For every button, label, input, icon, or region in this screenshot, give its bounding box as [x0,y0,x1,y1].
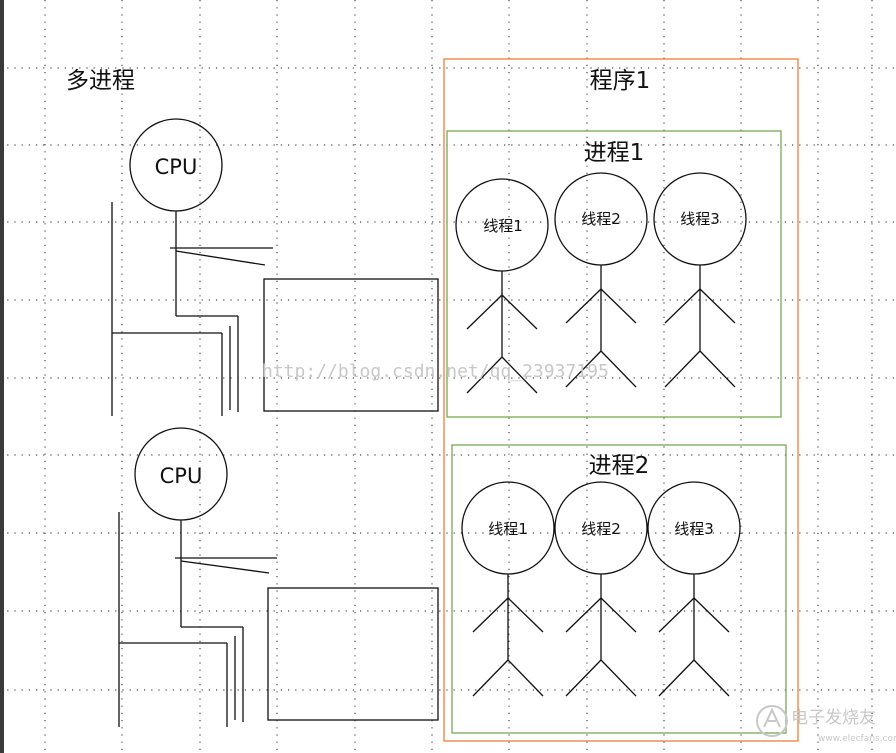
p1-thread-3-figure [653,172,747,388]
cpu-2-label: CPU [160,464,203,488]
watermark-logo-text: 电子发烧友 [791,708,876,728]
cpu-2-bus-diagonal [180,560,270,574]
p1-thread-2-label: 线程2 [581,210,621,228]
cpu-group-2 [118,427,439,727]
cpu-group-1 [111,118,439,416]
program-box [443,58,799,742]
cpu-1-bus-diagonal [175,250,266,266]
p2-thread-1-label: 线程1 [488,520,528,538]
p2-thread-2-label: 线程2 [581,520,621,538]
p1-thread-1-label: 线程1 [483,217,523,235]
process-2-threads [461,481,741,697]
p2-thread-2-figure [554,481,648,697]
process-2-box [451,444,787,734]
p1-thread-1-figure [455,178,549,394]
watermark-url: http://blog.csdn.net/qq_23937195 [262,361,609,382]
p2-thread-1-figure [461,481,555,697]
watermark-logo-sub: www.elecfans.com [818,734,896,744]
left-edge [0,0,4,753]
memory-box-2 [267,587,439,721]
process-1-threads [455,172,747,394]
p2-thread-3-figure [647,481,741,697]
process-1-box [446,130,782,418]
cpu-1-label: CPU [155,155,198,179]
watermark-logo: 电子发烧友 www.elecfans.com [756,705,896,744]
p2-thread-3-label: 线程3 [674,520,714,538]
program-label: 程序1 [590,68,651,94]
elecfans-logo-icon [756,705,788,737]
memory-box-1 [263,278,439,412]
p1-thread-3-label: 线程3 [680,210,720,228]
diagram-title: 多进程 [66,68,135,94]
p1-thread-2-figure [554,172,648,388]
process-2-label: 进程2 [589,453,650,479]
process-1-label: 进程1 [584,140,645,166]
